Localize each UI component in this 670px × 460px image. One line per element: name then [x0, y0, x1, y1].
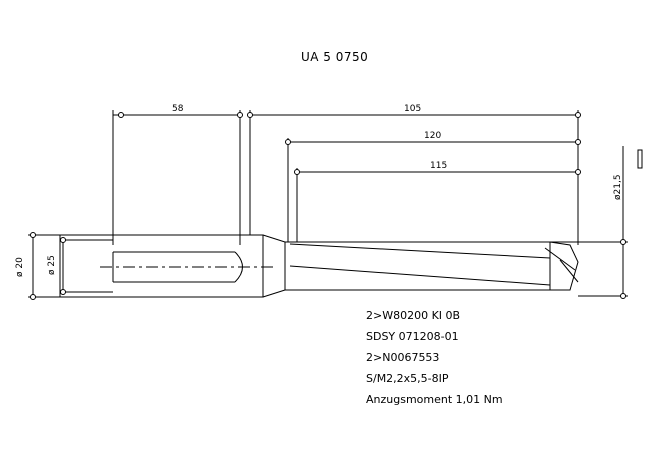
neck-taper — [262, 234, 286, 298]
drill-body — [284, 241, 551, 291]
note-line: 2>W80200 KI 0B — [366, 309, 461, 322]
dim-d-outer-label: ø 20 — [15, 257, 25, 277]
dim-d-inner-label: ø 25 — [47, 255, 57, 275]
dim-total-label: 105 — [404, 104, 421, 114]
note-line: Anzugsmoment 1,01 Nm — [366, 393, 503, 406]
notes-block: 2>W80200 KI 0B SDSY 071208-01 2>N0067553… — [366, 305, 503, 410]
dim-shank-label: 58 — [172, 104, 184, 114]
note-line: 2>N0067553 — [366, 351, 440, 364]
dim-flute-label: 115 — [430, 161, 447, 171]
insert-tip — [549, 241, 579, 291]
note-line: S/M2,2x5,5-8IP — [366, 372, 449, 385]
shank-body — [59, 234, 264, 298]
dim-d-tip-label: ø21,5 — [613, 174, 623, 200]
note-line: SDSY 071208-01 — [366, 330, 459, 343]
dim-body-label: 120 — [424, 131, 441, 141]
drawing-title: UA 5 0750 — [301, 50, 369, 64]
